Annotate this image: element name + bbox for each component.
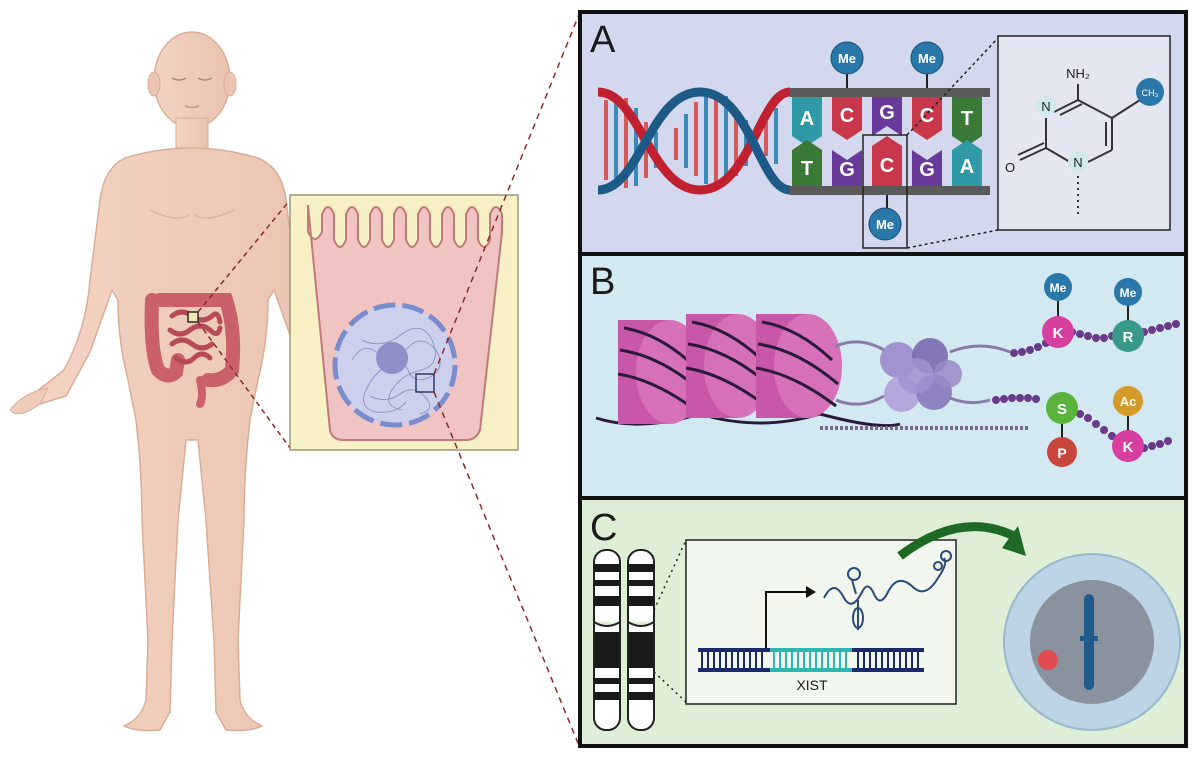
- methyl-group-1: Me: [830, 41, 864, 88]
- svg-text:T: T: [961, 108, 973, 130]
- svg-text:Ac: Ac: [1120, 394, 1137, 409]
- nucleolus: [376, 342, 408, 374]
- tissue-marker: [187, 311, 199, 323]
- svg-text:K: K: [1053, 325, 1064, 342]
- mark-phospho-serine: S P: [1046, 392, 1078, 467]
- head: [153, 31, 231, 129]
- mark-methyl-lysine: Me K: [1042, 273, 1074, 348]
- svg-text:Me: Me: [1050, 281, 1067, 295]
- methylcytosine-structure: NH₂ N N O CH₃: [997, 35, 1171, 231]
- panel-a-letter: A: [590, 19, 616, 61]
- x-chromosome-1: [593, 549, 621, 731]
- zoom-lines-body: [197, 199, 291, 449]
- cytosine-highlight: [862, 134, 908, 249]
- methyl-group-3: Me: [868, 195, 902, 241]
- human-body: [9, 31, 377, 732]
- panel-c-letter: C: [590, 507, 617, 549]
- svg-text:CH₃: CH₃: [1142, 88, 1159, 98]
- bottom-backbone: [790, 186, 990, 195]
- svg-text:G: G: [839, 159, 855, 181]
- curved-arrow: [897, 522, 1016, 560]
- xist-label: XIST: [796, 677, 828, 693]
- x-chromosome-2: [627, 549, 655, 731]
- chromatin-marker: [415, 373, 435, 393]
- nucleosome-3: [755, 314, 842, 418]
- base-bottom-5: A: [952, 140, 982, 186]
- barr-body-chromosome: [1084, 594, 1094, 690]
- svg-text:NH₂: NH₂: [1066, 66, 1090, 81]
- base-top-3: G: [872, 97, 902, 136]
- svg-text:G: G: [879, 102, 895, 124]
- mark-methyl-arginine: Me R: [1112, 278, 1144, 352]
- neck: [175, 117, 209, 149]
- base-top-5: T: [952, 97, 982, 146]
- promoter-arrow: [806, 586, 816, 598]
- svg-text:C: C: [920, 105, 934, 127]
- svg-text:O: O: [1005, 160, 1015, 175]
- svg-text:Me: Me: [838, 51, 856, 66]
- bottom-strand: T G C G A: [792, 136, 982, 186]
- red-dot: [1038, 650, 1058, 670]
- svg-text:C: C: [840, 105, 854, 127]
- svg-text:T: T: [801, 158, 813, 180]
- left-hand: [9, 387, 49, 415]
- svg-text:Me: Me: [876, 217, 894, 232]
- dna-helix: [597, 87, 791, 195]
- histone-octamer: [835, 338, 962, 412]
- panel-a: A: [578, 10, 1188, 256]
- svg-text:A: A: [960, 156, 974, 178]
- svg-text:A: A: [800, 108, 814, 130]
- top-strand: A C G C T: [792, 97, 982, 146]
- svg-text:N: N: [1073, 155, 1082, 170]
- top-backbone: [790, 88, 990, 97]
- panel-b: B: [578, 252, 1188, 500]
- dna-ladder: [698, 648, 924, 672]
- svg-text:Me: Me: [1120, 286, 1137, 300]
- enterocyte-panel: [289, 194, 519, 451]
- svg-text:G: G: [919, 159, 935, 181]
- svg-text:N: N: [1041, 99, 1050, 114]
- base-bottom-2: G: [832, 150, 862, 186]
- base-bottom-1: T: [792, 140, 822, 186]
- svg-text:R: R: [1123, 329, 1134, 346]
- svg-text:Me: Me: [918, 51, 936, 66]
- svg-text:S: S: [1057, 401, 1067, 418]
- base-bottom-3: C: [872, 136, 902, 186]
- nucleosome-2: [685, 314, 772, 418]
- mark-acetyl-lysine: Ac K: [1112, 386, 1144, 462]
- base-bottom-4: G: [912, 150, 942, 186]
- svg-text:K: K: [1123, 439, 1134, 456]
- svg-text:C: C: [880, 155, 894, 177]
- xist-transcription: XIST: [685, 539, 957, 705]
- cell-inactive-x: [1003, 553, 1181, 731]
- methyl-group-2: Me: [910, 41, 944, 88]
- base-top-4: C: [912, 97, 942, 140]
- svg-text:P: P: [1057, 445, 1066, 461]
- xist-rna: [823, 550, 952, 630]
- panel-c: C: [578, 496, 1188, 748]
- base-top-2: C: [832, 97, 862, 140]
- base-top-1: A: [792, 97, 822, 146]
- zoom-lines-cell: [433, 11, 581, 749]
- panel-b-letter: B: [590, 261, 615, 303]
